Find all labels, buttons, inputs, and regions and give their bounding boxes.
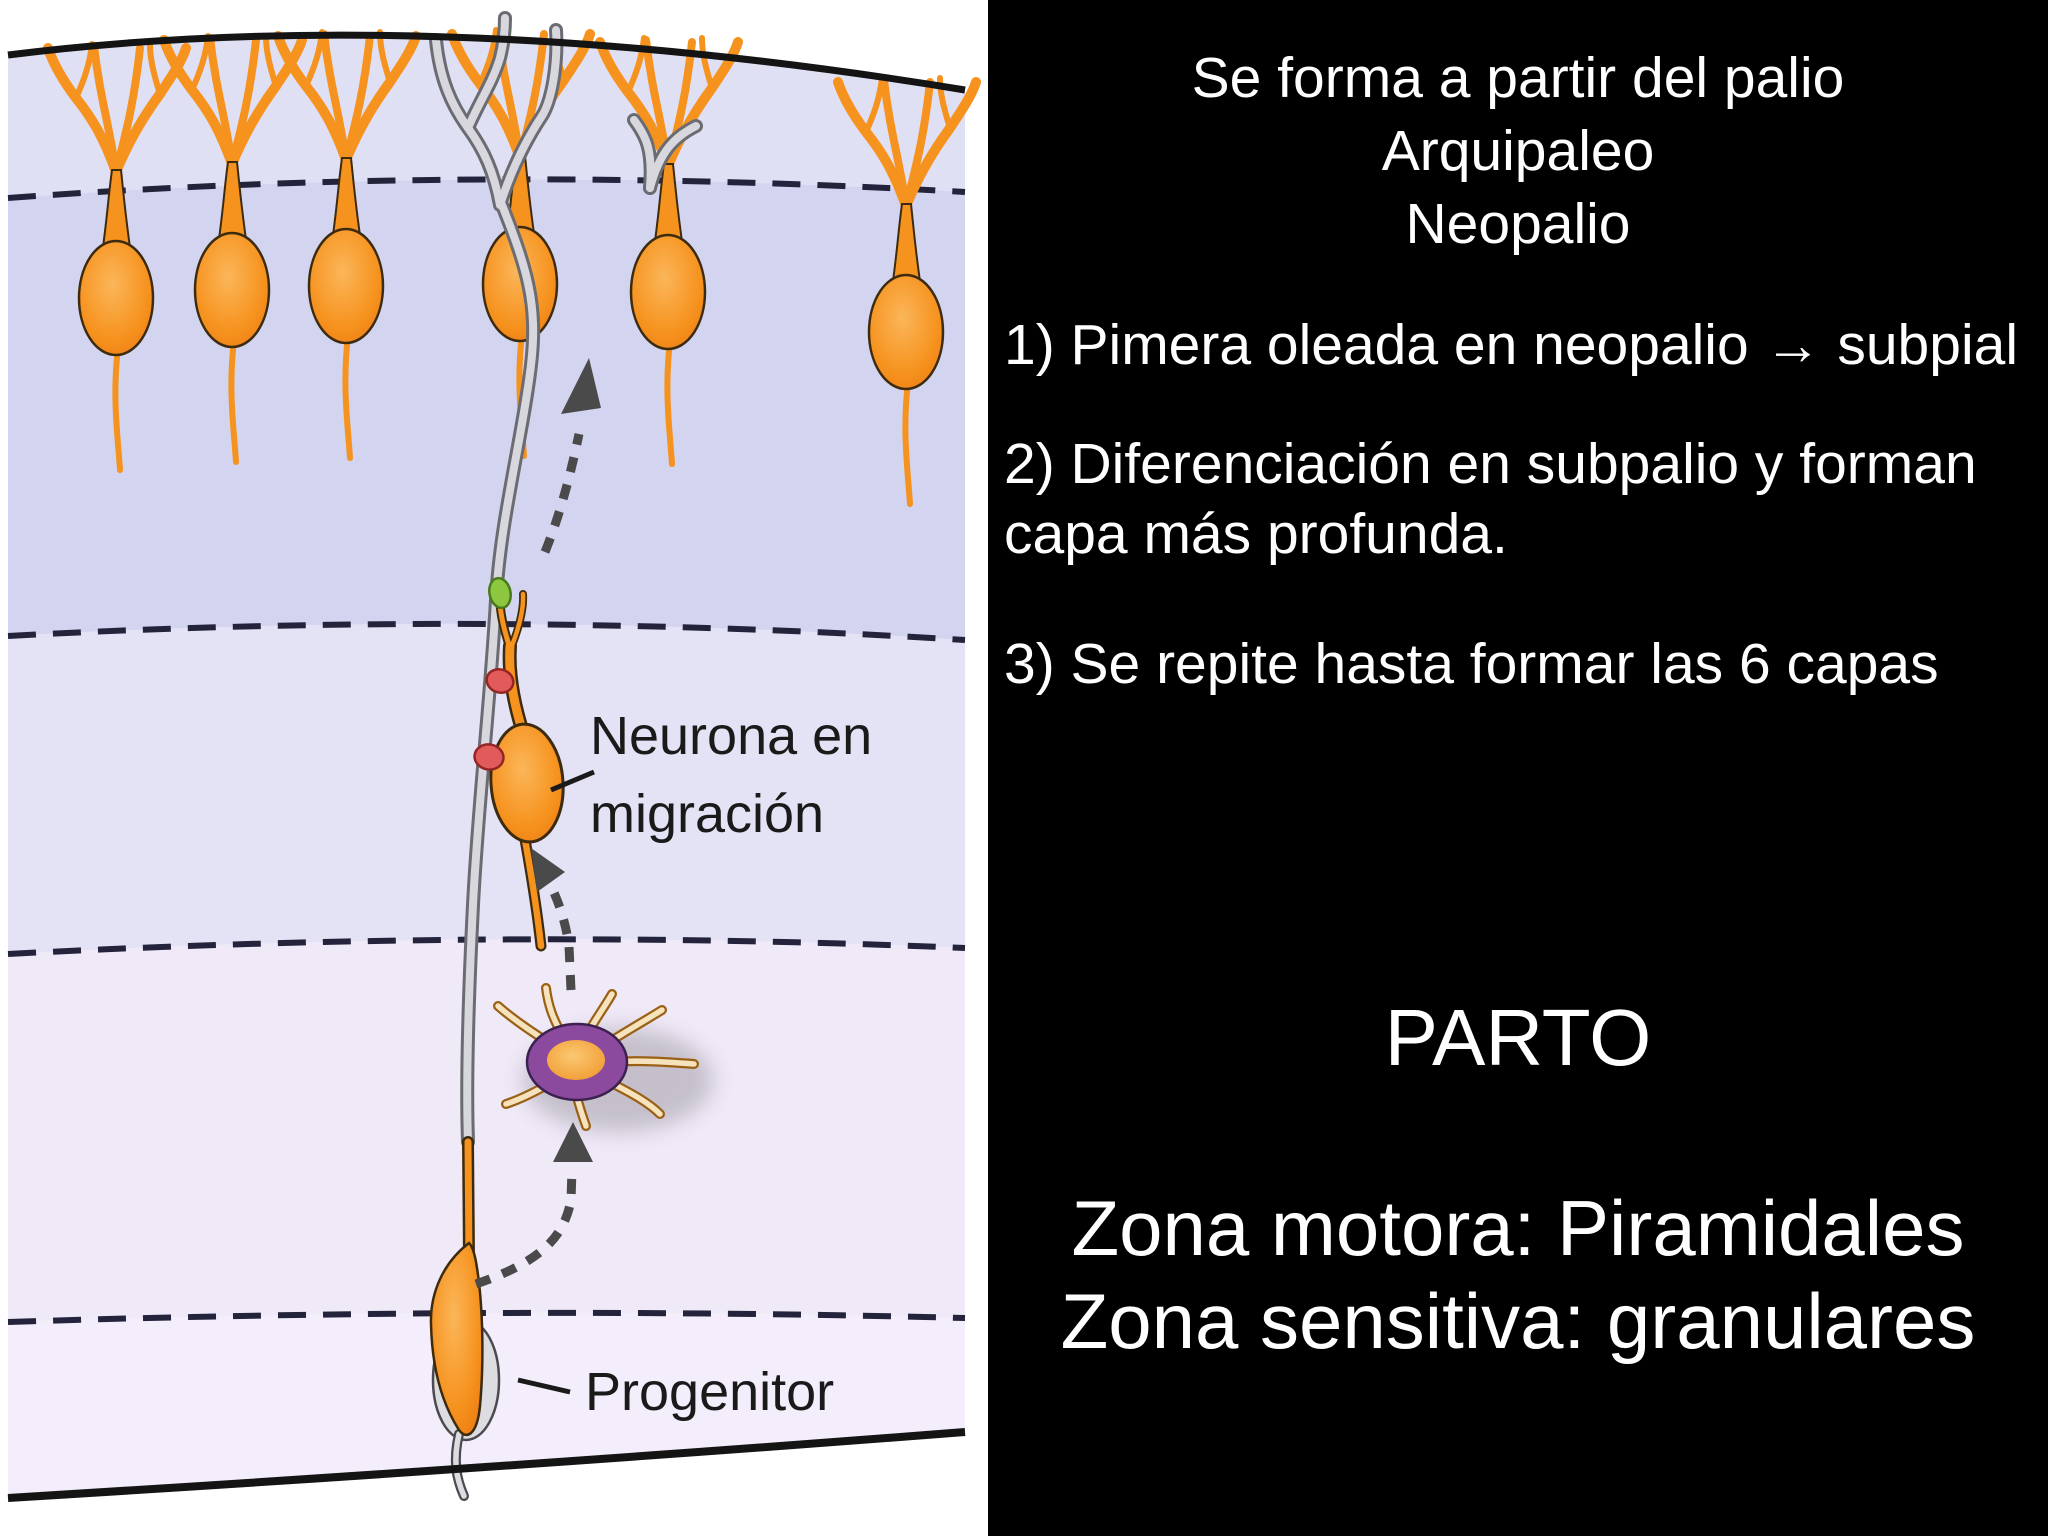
adhesion-red-contact	[485, 668, 515, 694]
numbered-item-2: 2) Diferenciación en subpalio y forman c…	[1004, 429, 2044, 569]
migrating-neuron	[473, 576, 565, 952]
arrowhead-up	[553, 1122, 593, 1162]
zona-sensitiva-line: Zona sensitiva: granulares	[1060, 1277, 1976, 1365]
radial-glia	[429, 11, 703, 1264]
zona-motora-line: Zona motora: Piramidales	[1071, 1184, 1965, 1272]
title-line: Se forma a partir del palio	[1191, 46, 1845, 110]
zona-lines-block: Zona motora: Piramidales Zona sensitiva:…	[988, 1182, 2048, 1368]
numbered-item-1: 1) Pimera oleada en neopalio → subpial	[1004, 310, 2044, 380]
migration-diagram-panel: Neurona en migración Progenitor	[0, 0, 988, 1536]
adhesion-red-contact	[473, 743, 505, 771]
migrating-neuron-label-line2: migración	[590, 784, 824, 844]
item-line: 2) Diferenciación en subpalio y forman	[1004, 432, 1977, 496]
numbered-item-3: 3) Se repite hasta formar las 6 capas	[1004, 629, 2044, 699]
arrowhead-up	[561, 358, 601, 414]
layer-boundary-dashed-lines	[7, 176, 966, 1325]
parto-heading: PARTO	[1384, 993, 1652, 1082]
migrating-neuron-label-line1: Neurona en	[590, 706, 872, 766]
arrowhead-up	[531, 848, 565, 892]
item-line: capa más profunda.	[1004, 502, 1508, 566]
progenitor-cell	[429, 1241, 501, 1501]
adhesion-green-contact	[488, 576, 512, 610]
multipolar-cell	[493, 983, 713, 1132]
label-pointer-line	[550, 769, 595, 793]
slide-text-panel: Se forma a partir del palio Arquipaleo N…	[988, 0, 2048, 1536]
figure-labels: Neurona en migración Progenitor	[517, 706, 872, 1422]
ventricular-surface-line	[7, 1428, 966, 1502]
progenitor-label: Progenitor	[585, 1362, 834, 1422]
pial-surface-line	[7, 31, 966, 94]
label-pointer-line	[517, 1377, 571, 1395]
item-line: 1) Pimera oleada en neopalio → subpial	[1004, 313, 2018, 377]
migration-diagram: Neurona en migración Progenitor	[0, 0, 988, 1536]
migration-arrows	[474, 358, 601, 1289]
title-line: Arquipaleo	[1381, 119, 1655, 183]
slide-title-block: Se forma a partir del palio Arquipaleo N…	[988, 42, 2048, 261]
title-line: Neopalio	[1405, 192, 1631, 256]
item-line: 3) Se repite hasta formar las 6 capas	[1004, 632, 1939, 696]
